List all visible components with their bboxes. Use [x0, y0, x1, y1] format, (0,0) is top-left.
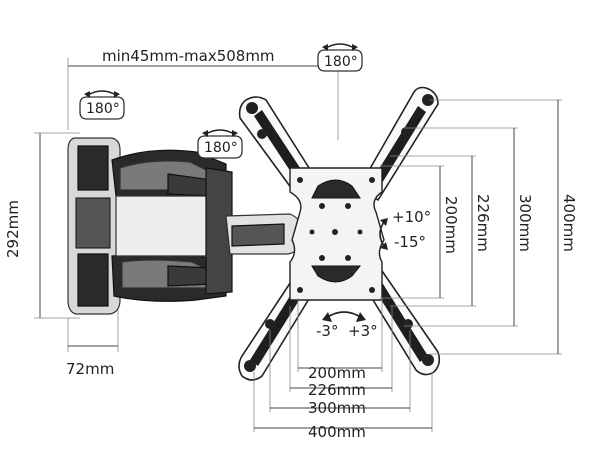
swivel-mid-label: 180° — [204, 140, 238, 156]
tilt-up-label: +10° — [392, 208, 431, 226]
depth-label: 72mm — [66, 360, 114, 378]
vesa-horizontal-dimensions: 200mm 226mm 300mm 400mm — [253, 298, 433, 441]
height-dimension: 292mm — [4, 132, 80, 319]
arm-extension-label: min45mm-max508mm — [102, 47, 275, 65]
rotate-left-label: -3° — [316, 322, 338, 340]
swivel-badge-mid: 180° — [197, 129, 243, 159]
height-label: 292mm — [4, 200, 22, 258]
vesa-v-400-label: 400mm — [560, 194, 578, 252]
vesa-v-300-label: 300mm — [516, 194, 534, 252]
vesa-h-300-label: 300mm — [308, 399, 366, 417]
wall-arm-assembly — [67, 137, 305, 315]
vesa-h-400-label: 400mm — [308, 423, 366, 441]
vesa-v-200-label: 200mm — [442, 196, 460, 254]
depth-dimension: 72mm — [66, 310, 119, 378]
tilt-down-label: -15° — [394, 233, 426, 251]
swivel-badge-wall: 180° — [79, 90, 125, 120]
vesa-h-226-label: 226mm — [308, 381, 366, 399]
vesa-v-226-label: 226mm — [474, 194, 492, 252]
rotation-indicator: -3° +3° — [316, 311, 378, 340]
extension-dimension: min45mm-max508mm — [67, 47, 339, 140]
vesa-h-200-label: 200mm — [308, 364, 366, 382]
rotate-right-label: +3° — [348, 322, 378, 340]
vesa-vertical-dimensions: 200mm 226mm 300mm 400mm — [380, 99, 578, 355]
tilt-indicator: +10° -15° — [379, 208, 431, 251]
swivel-wall-label: 180° — [86, 101, 120, 117]
vesa-plate — [289, 167, 385, 301]
swivel-top-label: 180° — [324, 54, 358, 70]
swivel-badge-top: 180° — [317, 43, 363, 72]
